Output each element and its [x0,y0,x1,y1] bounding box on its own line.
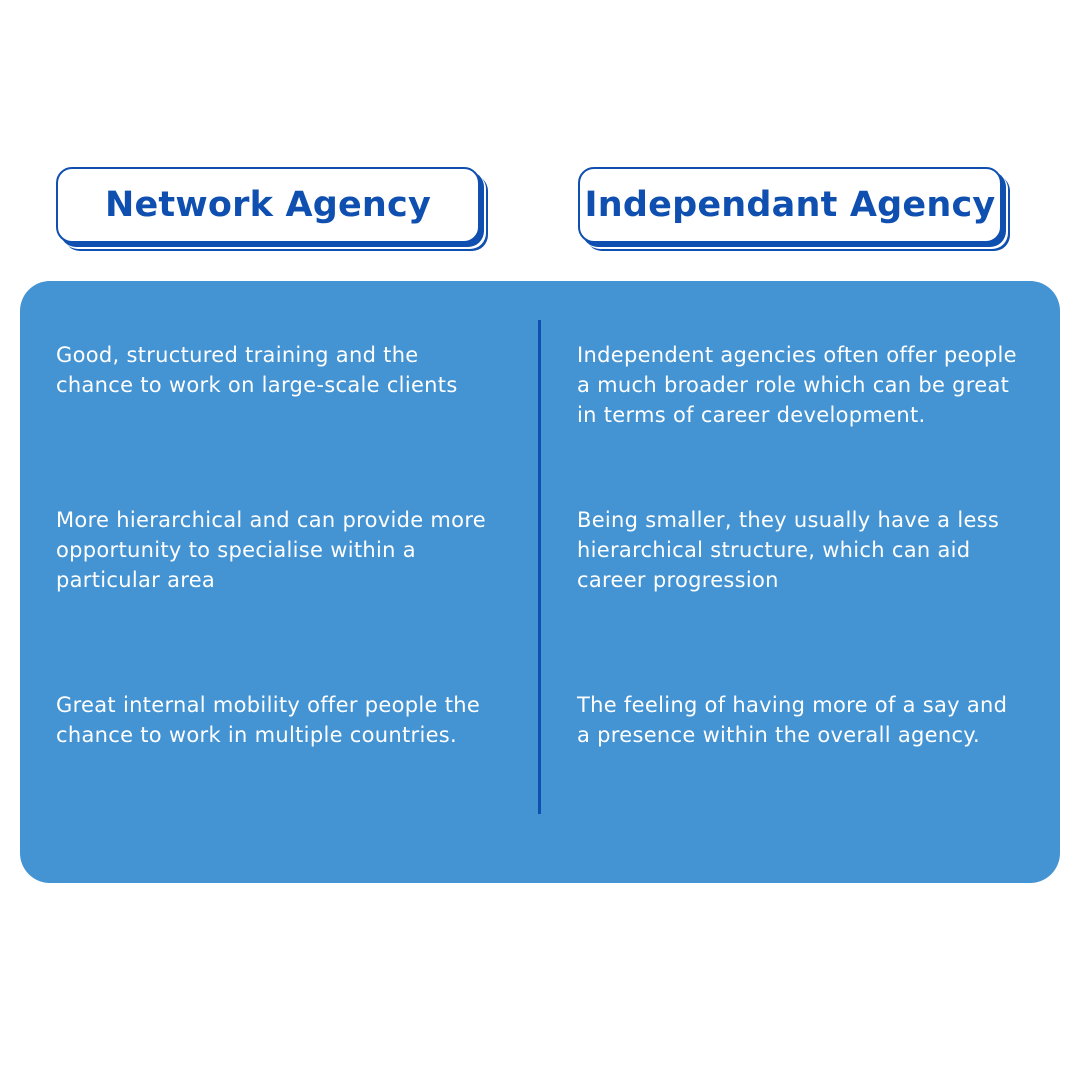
network-point-3: Great internal mobility offer people the… [56,693,481,747]
network-point-2: More hierarchical and can provide more o… [56,508,487,592]
independent-point-1: Independent agencies often offer people … [577,343,1017,427]
independent-point-3: The feeling of having more of a say and … [577,693,1008,747]
independant-agency-header: Independant Agency [578,167,1002,243]
column-divider [538,320,541,814]
independant-agency-title: Independant Agency [584,185,996,225]
independent-point-2: Being smaller, they usually have a less … [577,508,1000,592]
network-agency-title: Network Agency [104,185,432,225]
network-point-1: Good, structured training and the chance… [56,343,458,397]
network-agency-header: Network Agency [56,167,480,243]
